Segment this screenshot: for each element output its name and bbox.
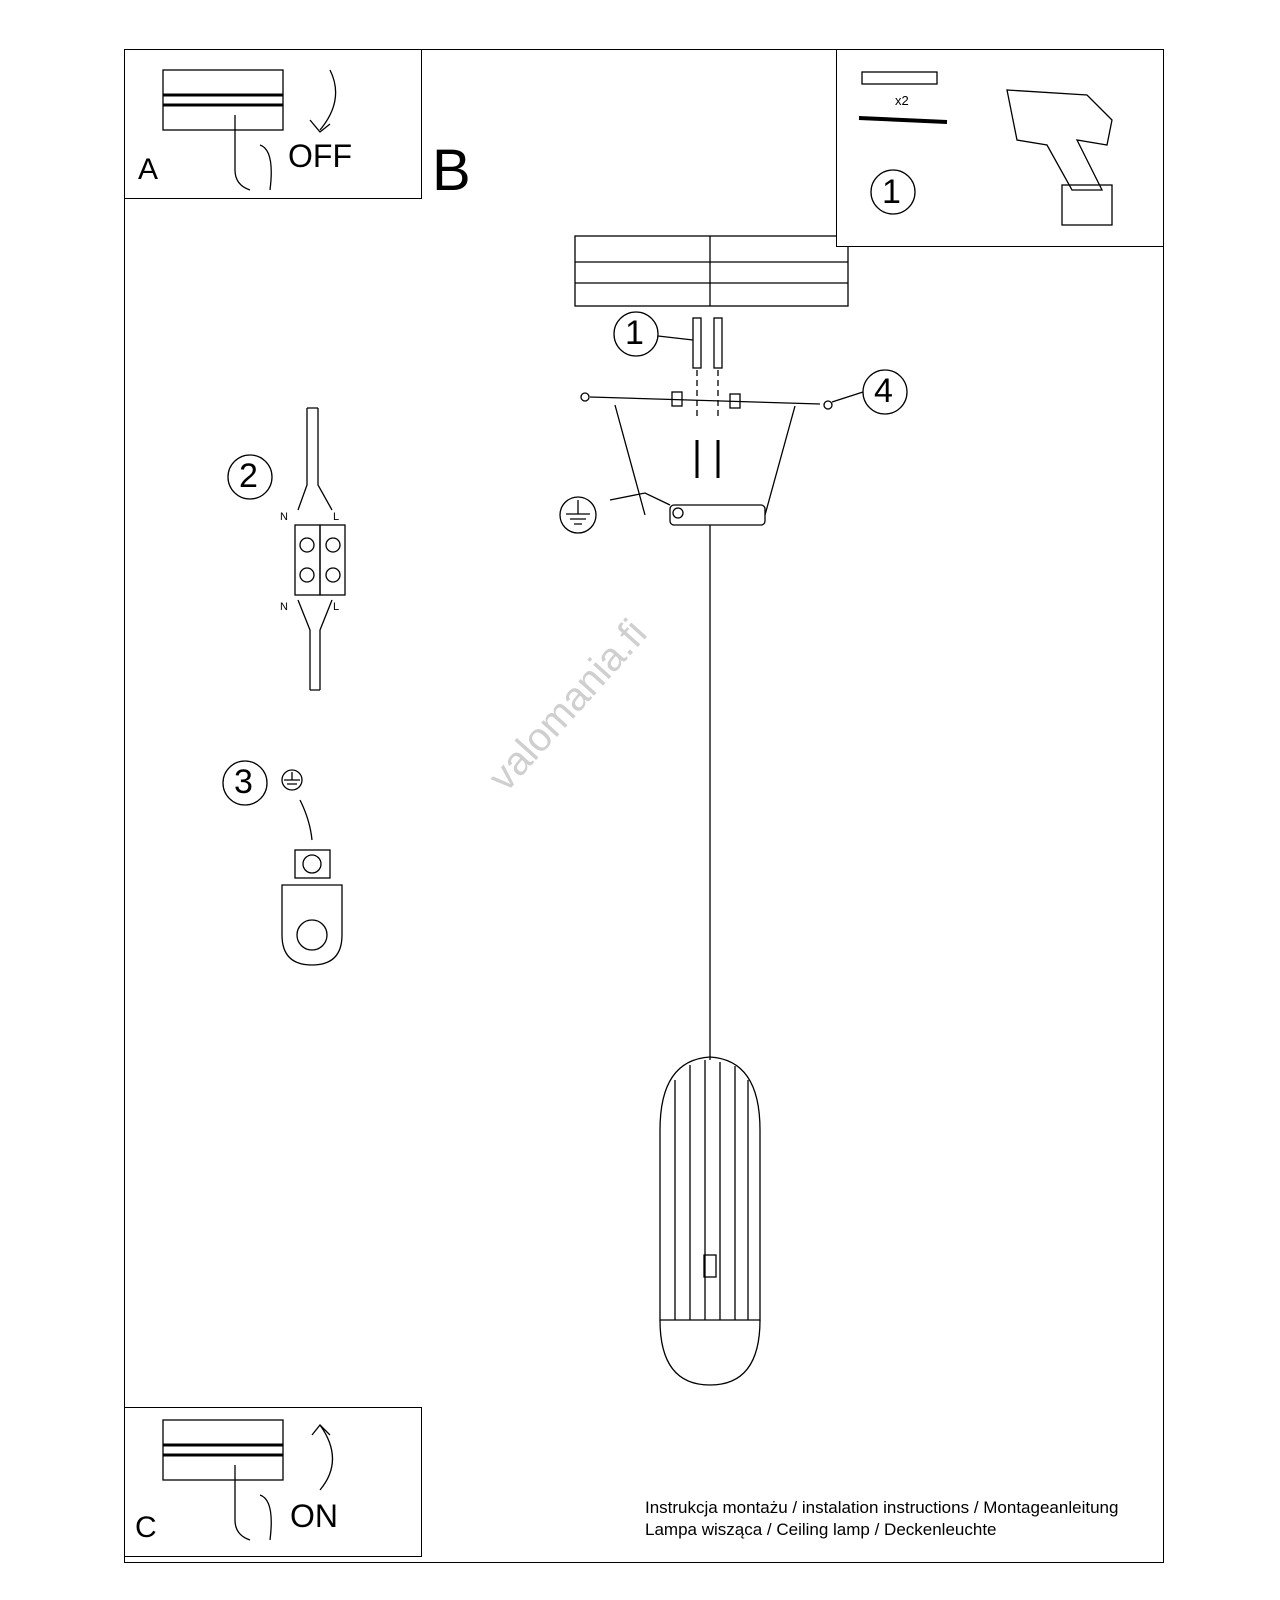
screws-icon bbox=[695, 440, 720, 478]
tools-step-number: 1 bbox=[882, 173, 901, 211]
quantity-label: x2 bbox=[895, 93, 909, 108]
step-ground-number: 3 bbox=[234, 763, 253, 801]
panel-a-power-off bbox=[124, 49, 422, 199]
terminal-label-n-bottom: N bbox=[280, 601, 288, 613]
step-wiring-number: 2 bbox=[239, 457, 258, 495]
footer-subtitle: Lampa wisząca / Ceiling lamp / Deckenleu… bbox=[645, 1520, 997, 1539]
terminal-label-l-bottom: L bbox=[333, 601, 340, 613]
on-label: ON bbox=[290, 1498, 338, 1534]
mounting-bracket bbox=[580, 391, 833, 410]
panel-c-letter: C bbox=[135, 1511, 157, 1544]
breaker-off-illustration bbox=[162, 69, 337, 191]
footer-title: Instrukcja montażu / instalation instruc… bbox=[645, 1498, 1119, 1517]
wall-plugs-icon bbox=[692, 317, 723, 420]
page-frame bbox=[124, 49, 1164, 1563]
step-1-circle bbox=[613, 311, 659, 357]
drill-icon bbox=[858, 71, 1113, 226]
step-screws-number: 4 bbox=[874, 372, 893, 410]
step-3-circle bbox=[222, 760, 268, 806]
terminal-label-l-top: L bbox=[333, 511, 340, 523]
panel-c-power-on bbox=[124, 1407, 422, 1557]
step-2-circle bbox=[227, 454, 273, 500]
footer: Instrukcja montażu / instalation instruc… bbox=[645, 1497, 1118, 1541]
terminal-label-n-top: N bbox=[280, 511, 288, 523]
terminal-block-illustration bbox=[294, 407, 346, 691]
ground-terminal-illustration bbox=[281, 769, 343, 966]
breaker-on-illustration bbox=[162, 1419, 333, 1541]
panel-tools: x2 1 bbox=[836, 49, 1164, 247]
step-anchors-number: 1 bbox=[625, 314, 644, 352]
ceiling-illustration bbox=[574, 235, 849, 307]
pendant-lamp bbox=[659, 1056, 761, 1386]
panel-a-letter: A bbox=[138, 153, 159, 186]
canopy bbox=[559, 404, 796, 534]
off-label: OFF bbox=[288, 138, 352, 174]
panel-b-letter: B bbox=[432, 138, 471, 203]
